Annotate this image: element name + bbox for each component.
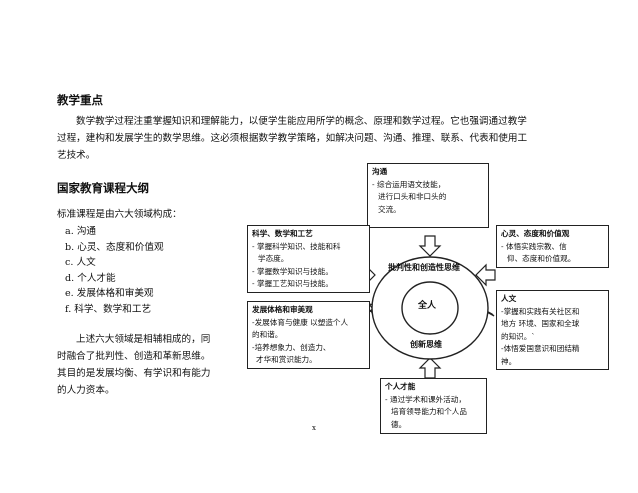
summary-line: 时融合了批判性、创造和革新思维。	[57, 351, 211, 362]
box-line: - 体悟实践宗教、信	[501, 241, 567, 251]
box-title: 心灵、态度和价值观	[501, 229, 570, 238]
box-title: 沟通	[372, 167, 388, 176]
box-physical-aesthetic: 发展体格和审美观 -发展体育与健康 以塑造个人 的和谐。 -培养想象力、创造力、…	[247, 301, 370, 369]
box-humanities: 人文 -掌握和实践有关社区和 地方 环境、国家和全球 的知识。` -体悟爱国意识…	[496, 290, 609, 370]
box-title: 科学、数学和工艺	[252, 229, 313, 238]
list-item: b. 心灵、态度和价值观	[65, 241, 164, 253]
list-item: e. 发展体格和审美观	[65, 288, 154, 299]
box-spirit-values: 心灵、态度和价值观 - 体悟实践宗教、信 仰、态度和价值观。	[496, 225, 609, 268]
box-line: - 掌握工艺知识与技能。	[252, 279, 333, 288]
section-title-curriculum: 国家教育课程大纲	[57, 181, 149, 195]
list-item: d. 个人才能	[65, 272, 116, 284]
box-line: -培养想象力、创造力、	[252, 342, 331, 352]
box-line: 地方 环境、国家和全球	[501, 319, 580, 328]
label-innovative-thinking: 创新思维	[410, 339, 442, 349]
paragraph-line: 过程，建构和发展学生的数学思维。这必须根据数学教学策略，如解决问题、沟通、推理、…	[57, 133, 528, 144]
box-title: 个人才能	[385, 382, 416, 391]
list-item: a. 沟通	[65, 226, 97, 237]
box-line: 德。	[391, 419, 407, 429]
box-title: 人文	[501, 294, 517, 303]
box-title: 发展体格和审美观	[252, 305, 313, 314]
box-line: -发展体育与健康 以塑造个人	[252, 317, 349, 327]
teaching-focus-paragraph: 数学教学过程注重掌握知识和理解能力，以便学生能应用所学的概念、原理和数学过程。它…	[57, 113, 597, 164]
box-line: 的知识。`	[501, 331, 536, 341]
box-line: 培育领导能力和个人品	[391, 407, 467, 416]
arrow-up-icon	[418, 357, 442, 379]
section-title-teaching-focus: 教学重点	[57, 93, 103, 107]
summary-line: 上述六大领域是相辅相成的，同	[76, 334, 211, 345]
box-line: - 掌握数学知识与技能。	[252, 266, 333, 276]
box-line: 才华和赏识能力。	[256, 355, 317, 364]
summary-line: 的人力资本。	[57, 385, 115, 396]
box-line: - 掌握科学知识、技能和科	[252, 241, 341, 251]
arrow-left-icon	[475, 263, 496, 287]
curriculum-intro: 标准课程是由六大领域构成：	[57, 209, 182, 220]
box-line: - 通过学术和课外活动，	[385, 394, 466, 404]
box-line: -体悟爱国意识和团结精	[501, 344, 580, 353]
summary-line: 其目的是发展均衡、有学识和有能力	[57, 368, 211, 379]
box-line: 的和谐。	[252, 330, 283, 339]
paragraph-line: 艺技术。	[57, 150, 96, 161]
center-circle	[401, 281, 459, 335]
page-number: x	[312, 424, 316, 432]
box-personal-talent: 个人才能 - 通过学术和课外活动， 培育领导能力和个人品 德。	[380, 378, 487, 434]
box-science-math-tech: 科学、数学和工艺 - 掌握科学知识、技能和科 学态度。 - 掌握数学知识与技能。…	[247, 225, 370, 293]
center-label: 全人	[418, 301, 437, 311]
box-communication: 沟通 - 综合运用语文技能， 进行口头和非口头的 交流。	[367, 163, 489, 228]
list-item: c. 人文	[65, 257, 96, 268]
list-item: f. 科学、数学和工艺	[65, 303, 152, 315]
domain-list: a. 沟通 b. 心灵、态度和价值观 c. 人文 d. 个人才能 e. 发展体格…	[65, 224, 164, 317]
label-critical-creative-thinking: 批判性和创造性思维	[388, 262, 460, 272]
box-line: 神。	[501, 356, 517, 366]
paragraph-line: 数学教学过程注重掌握知识和理解能力，以便学生能应用所学的概念、原理和数学过程。它…	[76, 116, 527, 127]
box-line: 学态度。	[258, 254, 289, 263]
box-line: - 综合运用语文技能，	[372, 179, 446, 189]
arrow-down-icon	[418, 235, 442, 257]
curriculum-summary: 上述六大领域是相辅相成的，同 时融合了批判性、创造和革新思维。 其目的是发展均衡…	[57, 331, 242, 399]
box-line: -掌握和实践有关社区和	[501, 306, 580, 316]
box-line: 交流。	[378, 204, 401, 214]
box-line: 仰、态度和价值观。	[507, 254, 576, 263]
box-line: 进行口头和非口头的	[378, 192, 447, 201]
